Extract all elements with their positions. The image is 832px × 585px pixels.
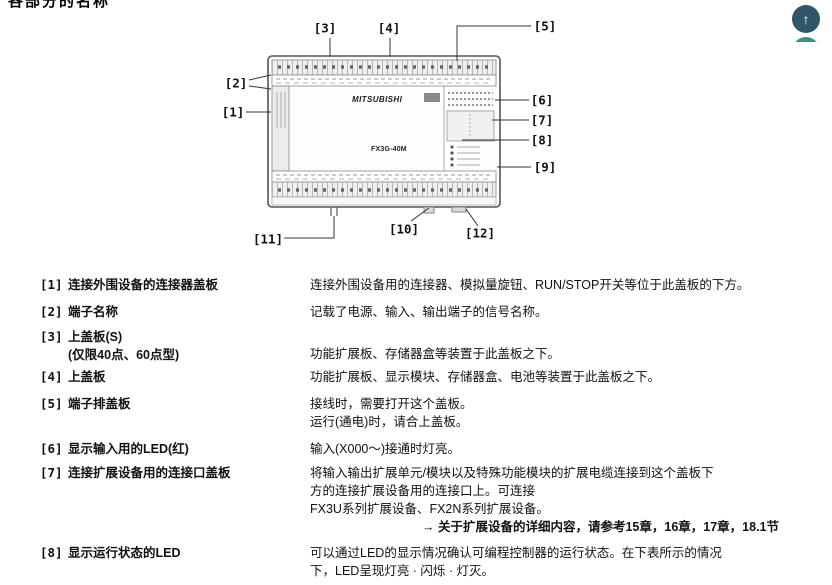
part-desc-line: 可以通过LED的显示情况确认可编程控制器的运行状态。在下表所示的情况 [310, 546, 722, 560]
part-desc: 输入(X000～)接通时灯亮。 [310, 440, 824, 458]
part-desc: 将输入输出扩展单元/模块以及特殊功能模块的扩展电缆连接到这个盖板下 方的连接扩展… [310, 464, 824, 536]
callout-8: [8] [530, 132, 554, 148]
part-term: 连接扩展设备用的连接口盖板 [68, 466, 231, 480]
part-row-3: [3] 上盖板(S) (仅限40点、60点型) 功能扩展板、存储器盒等装置于此盖… [40, 328, 824, 364]
callout-3: [3] [313, 20, 337, 36]
part-ref: [1] [40, 277, 63, 292]
part-row-4: [4] 上盖板 功能扩展板、显示模块、存储器盒、电池等装置于此盖板之下。 [40, 368, 824, 386]
part-term: 端子排盖板 [68, 397, 131, 411]
callout-12: [12] [464, 225, 496, 241]
part-term: 显示运行状态的LED [68, 546, 181, 560]
part-desc: 接线时，需要打开这个盖板。 运行(通电)时，请合上盖板。 [310, 395, 824, 431]
part-desc-line: 输入(X000～)接通时灯亮。 [310, 442, 461, 456]
part-desc-line: 接线时，需要打开这个盖板。 [310, 397, 473, 411]
part-desc-line: 功能扩展板、存储器盒等装置于此盖板之下。 [310, 347, 561, 361]
part-row-1: [1] 连接外围设备的连接器盖板 连接外围设备用的连接器、模拟量旋钮、RUN/S… [40, 276, 824, 294]
page-header-fragment: 各部分的名称 [8, 0, 111, 10]
callout-4: [4] [377, 20, 401, 36]
callout-11: [11] [252, 231, 284, 247]
part-ref: [6] [40, 441, 63, 456]
part-row-6: [6] 显示输入用的LED(红) 输入(X000～)接通时灯亮。 [40, 440, 824, 458]
arrow-up-icon: ↑ [802, 11, 810, 27]
callout-5: [5] [533, 18, 557, 34]
part-row-7: [7] 连接扩展设备用的连接口盖板 将输入输出扩展单元/模块以及特殊功能模块的扩… [40, 464, 824, 536]
part-desc-line: 将输入输出扩展单元/模块以及特殊功能模块的扩展电缆连接到这个盖板下 [310, 466, 714, 480]
brand-logo-text: MITSUBISHI [352, 95, 403, 104]
part-term-line: (仅限40点、60点型) [68, 348, 180, 362]
callout-2: [2] [224, 75, 248, 91]
part-desc-line: 运行(通电)时，请合上盖板。 [310, 415, 469, 429]
secondary-fab-button[interactable] [792, 37, 820, 42]
part-desc: 功能扩展板、显示模块、存储器盒、电池等装置于此盖板之下。 [310, 368, 824, 386]
part-term-line: 上盖板(S) [68, 330, 123, 344]
callout-7: [7] [530, 112, 554, 128]
part-row-5: [5] 端子排盖板 接线时，需要打开这个盖板。 运行(通电)时，请合上盖板。 [40, 395, 824, 431]
part-desc-line: FX3U系列扩展设备、FX2N系列扩展设备。 [310, 502, 549, 516]
part-term: 连接外围设备的连接器盖板 [68, 278, 219, 292]
callout-1: [1] [221, 104, 245, 120]
part-term: 上盖板(S) (仅限40点、60点型) [68, 328, 310, 364]
part-term: 端子名称 [68, 305, 119, 319]
part-desc-line: 下，LED呈现灯亮 · 闪烁 · 灯灭。 [310, 564, 495, 578]
part-term: 显示输入用的LED(红) [68, 442, 189, 456]
part-desc: 连接外围设备用的连接器、模拟量旋钮、RUN/STOP开关等位于此盖板的下方。 [310, 276, 824, 294]
part-ref: [5] [40, 396, 63, 411]
part-desc-line: 功能扩展板、显示模块、存储器盒、电池等装置于此盖板之下。 [310, 370, 661, 384]
part-row-2: [2] 端子名称 记载了电源、输入、输出端子的信号名称。 [40, 303, 824, 321]
callout-10: [10] [388, 221, 420, 237]
scroll-top-button[interactable]: ↑ [792, 5, 820, 33]
part-ref: [3] [40, 329, 63, 344]
part-ref: [4] [40, 369, 63, 384]
callout-9: [9] [533, 159, 557, 175]
part-ref: [2] [40, 304, 63, 319]
part-ref: [8] [40, 545, 63, 560]
callout-6: [6] [530, 92, 554, 108]
model-label: FX3G-40M [371, 146, 407, 153]
part-desc-line: 方的连接扩展设备用的连接口上。可连接 [310, 484, 536, 498]
part-desc: 可以通过LED的显示情况确认可编程控制器的运行状态。在下表所示的情况 下，LED… [310, 544, 824, 580]
part-term: 上盖板 [68, 370, 106, 384]
part-desc: 记载了电源、输入、输出端子的信号名称。 [310, 303, 824, 321]
part-row-8: [8] 显示运行状态的LED 可以通过LED的显示情况确认可编程控制器的运行状态… [40, 544, 824, 580]
part-ref: [7] [40, 465, 63, 480]
part-desc-line: 连接外围设备用的连接器、模拟量旋钮、RUN/STOP开关等位于此盖板的下方。 [310, 278, 750, 292]
part-note: → 关于扩展设备的详细内容，请参考15章，16章，17章，18.1节 [422, 520, 780, 534]
part-desc: 功能扩展板、存储器盒等装置于此盖板之下。 [310, 345, 824, 363]
fab-stack: ↑ [792, 5, 822, 42]
part-desc-line: 记载了电源、输入、输出端子的信号名称。 [310, 305, 548, 319]
